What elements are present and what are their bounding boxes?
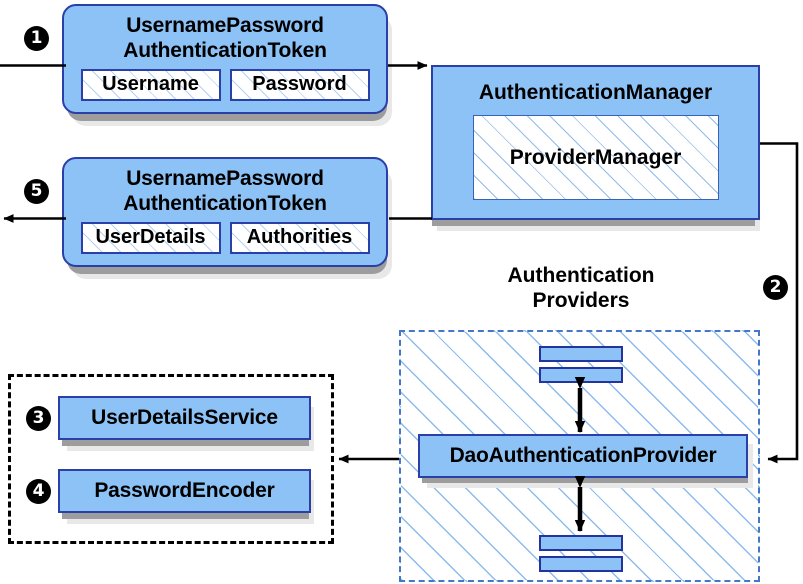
provider-manager-label: ProviderManager xyxy=(509,145,682,169)
step-bullet-5: 5 xyxy=(24,179,49,204)
provider-placeholder-bottom-1 xyxy=(539,535,623,551)
field-user-details[interactable]: UserDetails xyxy=(80,222,221,254)
dao-authentication-provider-box[interactable]: DaoAuthenticationProvider xyxy=(418,434,748,478)
step-bullet-3: 3 xyxy=(26,406,51,431)
request-token-title: UsernamePassword AuthenticationToken xyxy=(123,14,327,62)
step-bullet-4: 4 xyxy=(26,479,51,504)
result-token-box[interactable]: UsernamePassword AuthenticationToken Use… xyxy=(62,157,388,267)
authentication-manager-box[interactable]: AuthenticationManager ProviderManager xyxy=(431,65,760,220)
field-password[interactable]: Password xyxy=(229,69,370,101)
result-token-title: UsernamePassword AuthenticationToken xyxy=(123,167,327,215)
provider-placeholder-top-1 xyxy=(539,346,623,362)
provider-manager-box[interactable]: ProviderManager xyxy=(472,115,719,200)
field-authorities[interactable]: Authorities xyxy=(229,222,370,254)
field-username[interactable]: Username xyxy=(80,69,221,101)
provider-placeholder-top-2 xyxy=(539,367,623,383)
user-details-service-label: UserDetailsService xyxy=(91,406,278,429)
request-token-fields: Username Password xyxy=(80,69,370,101)
step-bullet-2: 2 xyxy=(763,275,788,300)
authentication-manager-title: AuthenticationManager xyxy=(478,81,713,104)
user-details-service-box[interactable]: UserDetailsService xyxy=(58,396,311,440)
password-encoder-label: PasswordEncoder xyxy=(94,479,275,502)
dao-authentication-provider-label: DaoAuthenticationProvider xyxy=(449,444,717,467)
provider-placeholder-bottom-2 xyxy=(539,556,623,572)
step-bullet-1: 1 xyxy=(24,26,49,51)
request-token-box[interactable]: UsernamePassword AuthenticationToken Use… xyxy=(62,4,388,114)
result-token-fields: UserDetails Authorities xyxy=(80,222,370,254)
line-manager-to-providers xyxy=(760,142,799,464)
password-encoder-box[interactable]: PasswordEncoder xyxy=(58,469,311,513)
authentication-providers-caption: Authentication Providers xyxy=(507,264,655,312)
